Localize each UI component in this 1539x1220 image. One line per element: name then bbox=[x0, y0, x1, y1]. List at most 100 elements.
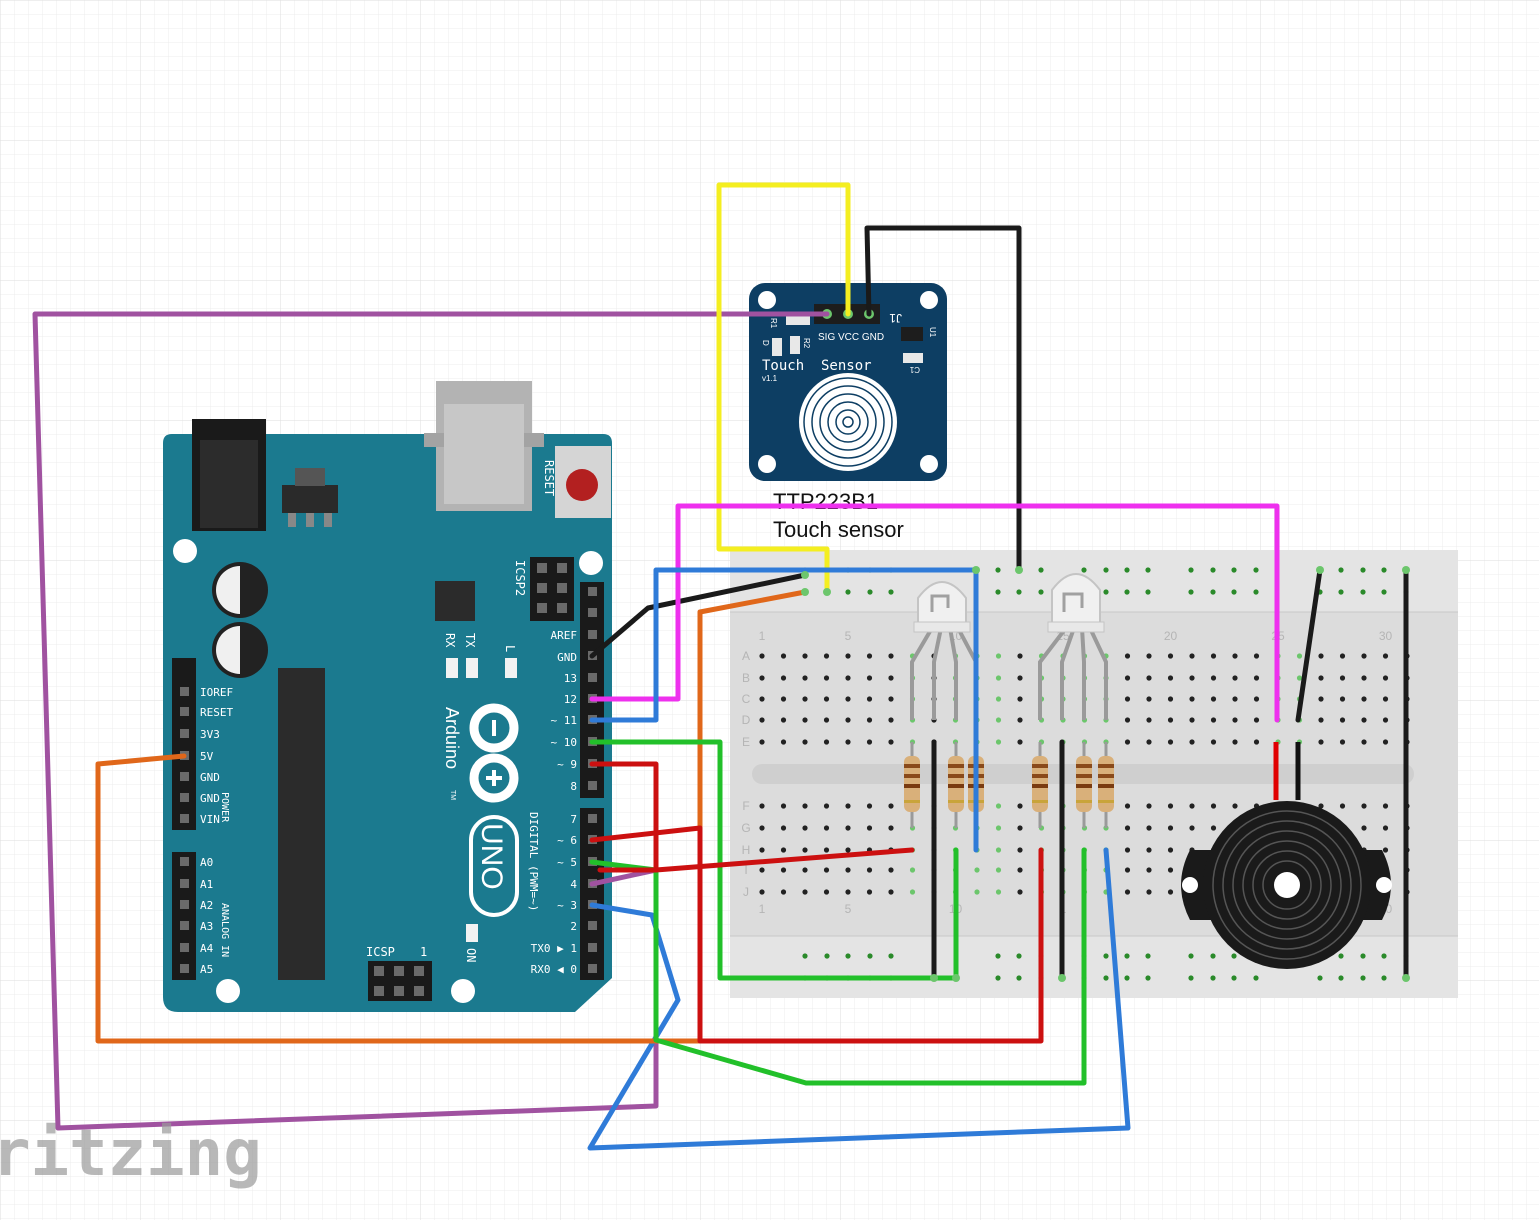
breadboard-hole bbox=[823, 696, 830, 702]
digital-pin-label: 8 bbox=[570, 780, 577, 793]
wire-red-9-to-h bbox=[653, 847, 915, 873]
breadboard-hole bbox=[888, 717, 894, 723]
breadboard-row-label: C bbox=[742, 692, 751, 706]
breadboard-hole bbox=[1017, 717, 1023, 723]
digital-pin-label: RX0 ◀ 0 bbox=[531, 963, 577, 976]
breadboard-hole bbox=[823, 803, 830, 809]
breadboard-hole bbox=[866, 696, 873, 702]
analog-pin-label: A2 bbox=[200, 899, 213, 912]
breadboard-hole bbox=[1146, 739, 1152, 745]
breadboard-hole bbox=[1146, 803, 1152, 809]
breadboard-hole bbox=[759, 739, 765, 745]
header-pin bbox=[588, 781, 597, 790]
breadboard-hole bbox=[1382, 717, 1389, 723]
breadboard-rail-hole bbox=[1360, 589, 1366, 595]
breadboard-rail-hole bbox=[1103, 589, 1109, 595]
breadboard-rail-hole bbox=[995, 953, 1001, 959]
breadboard-hole bbox=[866, 803, 873, 809]
breadboard-hole bbox=[1253, 717, 1260, 723]
breadboard-hole bbox=[1017, 803, 1023, 809]
header-pin bbox=[588, 921, 597, 930]
breadboard-hole bbox=[1361, 739, 1367, 745]
breadboard-hole bbox=[1167, 825, 1174, 831]
breadboard-hole bbox=[759, 867, 765, 873]
breadboard-hole bbox=[1232, 739, 1238, 745]
breadboard-hole bbox=[1382, 847, 1389, 853]
breadboard-hole bbox=[1232, 675, 1238, 681]
breadboard-hole bbox=[1253, 653, 1260, 659]
analog-label: ANALOG IN bbox=[219, 903, 230, 957]
header-pin bbox=[180, 793, 189, 802]
breadboard-hole bbox=[1318, 696, 1324, 702]
breadboard-rail-hole bbox=[888, 953, 894, 959]
breadboard-rail-hole bbox=[1145, 953, 1151, 959]
breadboard-hole bbox=[823, 739, 830, 745]
breadboard-hole bbox=[1210, 739, 1217, 745]
power-pin-label: 3V3 bbox=[200, 728, 220, 741]
breadboard-hole bbox=[1124, 653, 1131, 659]
breadboard-hole bbox=[845, 825, 851, 831]
wire-yellow-vcc bbox=[716, 182, 851, 595]
sensor-version: v1.1 bbox=[762, 374, 778, 383]
breadboard-rail-hole bbox=[1231, 589, 1237, 595]
breadboard-rail-hole bbox=[1081, 567, 1087, 573]
header-pin bbox=[180, 772, 189, 781]
header-pin bbox=[588, 964, 597, 973]
breadboard-hole bbox=[995, 803, 1002, 809]
aref-label: AREF bbox=[551, 629, 578, 642]
header-pin bbox=[588, 673, 597, 682]
breadboard-hole bbox=[1189, 696, 1195, 702]
breadboard-hole bbox=[1124, 739, 1131, 745]
breadboard-hole bbox=[802, 825, 808, 831]
breadboard-rail-hole bbox=[1381, 975, 1387, 981]
arduino-tm: TM bbox=[449, 790, 456, 800]
touch-sensor-module: SIG VCC GND J1 R1 D R2 U1 C1 Touch Senso… bbox=[749, 283, 947, 481]
breadboard-rail-hole bbox=[995, 567, 1001, 573]
resistor bbox=[904, 742, 920, 828]
breadboard-hole bbox=[802, 739, 808, 745]
breadboard-rail-hole bbox=[1231, 953, 1237, 959]
breadboard-hole bbox=[845, 653, 851, 659]
breadboard-hole bbox=[1382, 653, 1389, 659]
breadboard-hole bbox=[845, 803, 851, 809]
analog-pin-label: A3 bbox=[200, 920, 213, 933]
breadboard-hole bbox=[780, 825, 787, 831]
digital-pin-label: ~ 5 bbox=[557, 856, 577, 869]
sensor-u1-label: U1 bbox=[928, 327, 937, 338]
breadboard-rail-hole bbox=[995, 975, 1001, 981]
breadboard-rail-hole bbox=[1231, 567, 1237, 573]
breadboard-hole bbox=[1382, 803, 1389, 809]
breadboard-hole bbox=[1339, 675, 1346, 681]
breadboard-hole bbox=[1189, 825, 1195, 831]
breadboard-rail-hole bbox=[867, 589, 873, 595]
breadboard-rail-hole bbox=[824, 953, 830, 959]
breadboard-hole bbox=[888, 867, 894, 873]
header-pin bbox=[180, 687, 189, 696]
breadboard-hole bbox=[1146, 825, 1152, 831]
resistor bbox=[1098, 742, 1114, 828]
atmega-chip bbox=[278, 668, 325, 980]
breadboard-column-label: 5 bbox=[845, 902, 852, 916]
wire-blue-3 bbox=[587, 847, 1131, 1151]
breadboard-hole bbox=[1017, 675, 1023, 681]
digital-pin-label: 2 bbox=[570, 920, 577, 933]
icsp-label: ICSP bbox=[366, 945, 395, 959]
header-pin bbox=[180, 707, 189, 716]
analog-pin-label: A0 bbox=[200, 856, 213, 869]
breadboard-hole bbox=[802, 653, 808, 659]
breadboard-rail-hole bbox=[1145, 975, 1151, 981]
breadboard-rail-hole bbox=[1338, 567, 1344, 573]
breadboard-hole bbox=[780, 739, 787, 745]
breadboard-hole bbox=[1318, 739, 1324, 745]
breadboard-hole bbox=[888, 739, 894, 745]
power-pin-label: RESET bbox=[200, 706, 233, 719]
breadboard-hole bbox=[1210, 653, 1217, 659]
breadboard-rail-hole bbox=[845, 953, 851, 959]
wire-endpoints bbox=[801, 566, 1410, 982]
breadboard-row-label: I bbox=[744, 863, 747, 877]
fritzing-watermark: ritzing bbox=[0, 1117, 262, 1191]
breadboard-hole bbox=[1017, 867, 1023, 873]
digital-label: DIGITAL (PWM=~) bbox=[527, 812, 540, 911]
power-label: POWER bbox=[219, 792, 230, 823]
breadboard-rail-hole bbox=[867, 953, 873, 959]
